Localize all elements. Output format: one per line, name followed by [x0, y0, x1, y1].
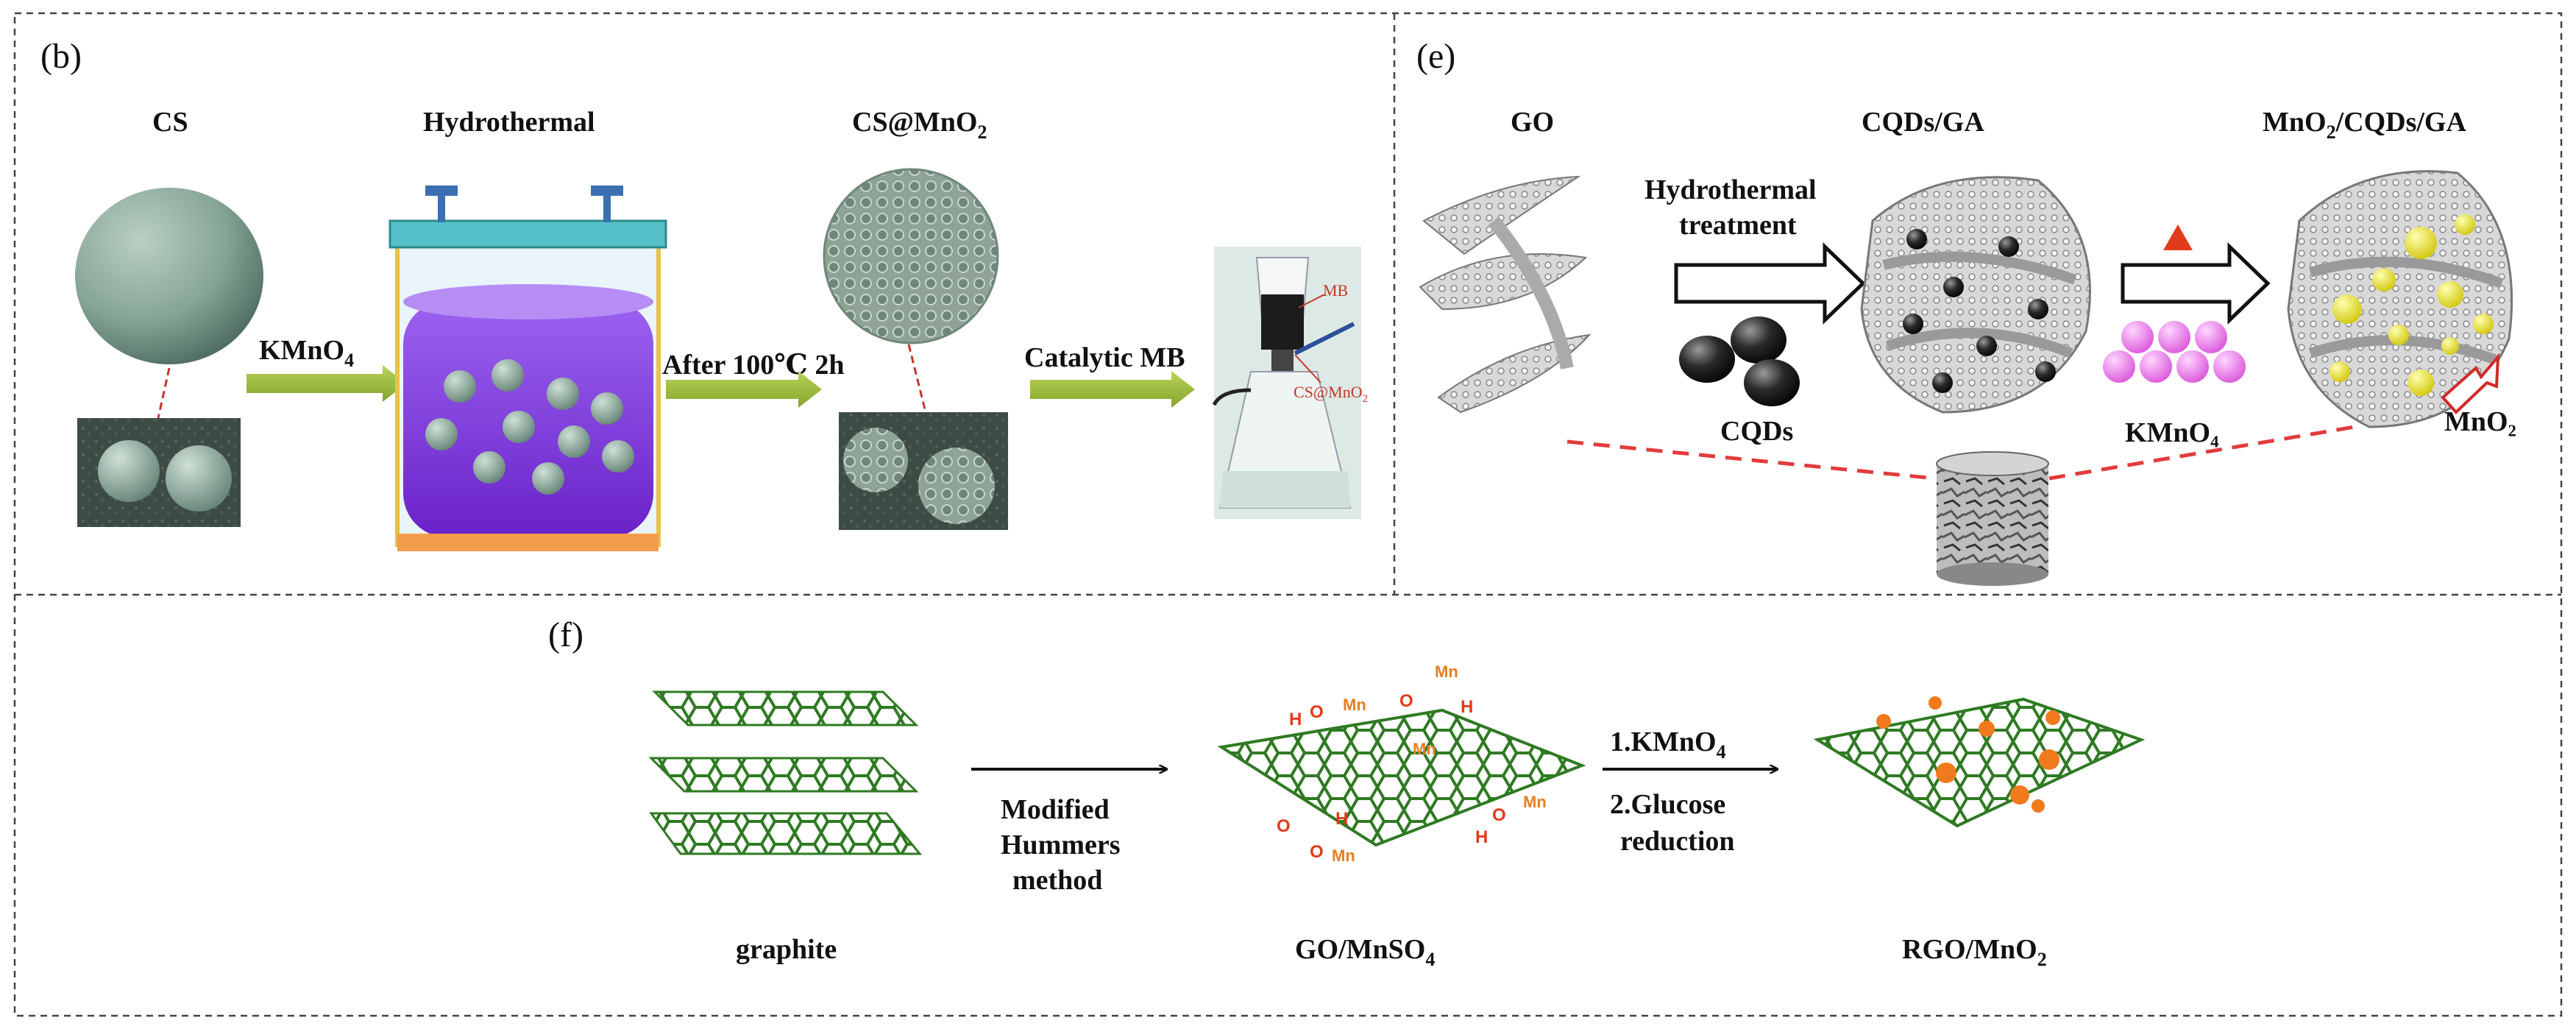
arrow-modified-line3: method [1012, 865, 1102, 896]
arrow-modified-line2: Hummers [1001, 830, 1121, 860]
csmno2-label: CS@MnO2 [852, 107, 987, 143]
panel-e-label: (e) [1416, 37, 1455, 76]
cs-dash-connector [157, 367, 171, 419]
green-arrow-2 [666, 371, 822, 408]
panel-borders [13, 12, 2563, 1017]
green-arrow-1 [246, 365, 406, 402]
graphite-label: graphite [736, 934, 837, 965]
go-functional-groups: Mn O H Mn H O Mn O O Mn H O H Mn [1277, 662, 1547, 865]
arrow-kmno4-line1: 1.KMnO4 [1610, 726, 1726, 763]
mno2-cqdsga-cluster [2287, 170, 2513, 428]
atom-h-4: H [1475, 827, 1488, 847]
arrow-reduction-line3: reduction [1620, 826, 1735, 857]
aerogel-cylinder [1936, 451, 2049, 586]
cqdsga-label: CQDs/GA [1862, 107, 1984, 138]
hydrothermal-label: Hydrothermal [423, 107, 595, 138]
gomnso4-label: GO/MnSO4 [1295, 934, 1435, 970]
cs-sem-sphere-1 [98, 440, 160, 502]
cqds-label: CQDs [1720, 416, 1793, 447]
go-sheets [1419, 175, 1592, 414]
red-dash-left [1566, 439, 1936, 481]
atom-mn-5: Mn [1523, 793, 1547, 811]
graphite-stack [648, 690, 923, 855]
go-mnso4-sheet: Mn O H Mn H O Mn O O Mn H O H Mn [1217, 662, 1586, 865]
atom-mn-2: Mn [1343, 696, 1366, 714]
atom-o-3: O [1277, 816, 1291, 836]
cqdsga-cluster [1860, 176, 2091, 414]
hollow-arrow-1 [1674, 242, 1866, 325]
atom-o-4: O [1310, 842, 1324, 862]
atom-mn-3: Mn [1413, 740, 1436, 758]
csmno2-sphere [823, 168, 999, 344]
arrow-hydrothermal-line2: treatment [1679, 210, 1797, 241]
cqds-dots [1679, 317, 1800, 406]
panel-f: (f) graphite Modified Hummers method Mn … [548, 615, 2146, 970]
flask-csmno2-label: CS@MnO2 [1294, 383, 1368, 405]
atom-o-2: O [1310, 702, 1324, 722]
rgomno2-label: RGO/MnO2 [1902, 934, 2047, 970]
go-label: GO [1511, 107, 1554, 138]
panel-f-label: (f) [548, 615, 583, 654]
kmno4-label: KMnO₄ [2125, 417, 2219, 448]
arrow1-kmno4-label: KMnO4 [259, 335, 354, 371]
mno2-label: MnO₂ [2444, 406, 2516, 437]
hydrothermal-vessel [388, 185, 667, 551]
arrow-hydrothermal-line1: Hydrothermal [1644, 174, 1817, 205]
mno2cqdsga-label: MnO2/CQDs/GA [2263, 107, 2466, 143]
cs-label: CS [152, 107, 188, 138]
arrow-modified-line1: Modified [1001, 794, 1110, 825]
panel-b: (b) CS Hydrothermal CS@MnO2 KMnO4 [40, 37, 1368, 551]
cs-sphere [75, 188, 263, 364]
hollow-arrow-2 [2121, 242, 2271, 325]
kmno4-balls [2103, 321, 2246, 383]
arrow-glucose-line2: 2.Glucose [1610, 789, 1725, 820]
green-arrow-3 [1030, 371, 1195, 408]
atom-mn-4: Mn [1332, 846, 1355, 865]
filtration-photo: MB CS@MnO2 [1212, 247, 1368, 519]
cs-sem-sphere-2 [166, 445, 232, 512]
red-triangle [2163, 224, 2193, 250]
csmno2-dash-connector [907, 344, 927, 413]
arrow3-label: Catalytic MB [1024, 342, 1185, 373]
atom-h-1: H [1461, 697, 1473, 717]
csmno2-sem-sphere-2 [918, 448, 995, 524]
flask-mb-label: MB [1323, 281, 1348, 300]
atom-h-3: H [1335, 809, 1348, 829]
atom-mn-1: Mn [1435, 662, 1458, 681]
rgo-mno2-sheet [1813, 696, 2146, 828]
atom-o-5: O [1492, 805, 1506, 825]
atom-h-2: H [1289, 710, 1302, 729]
panel-b-label: (b) [40, 37, 82, 76]
panel-e: (e) GO CQDs/GA MnO2/CQDs/GA Hydrothermal… [1416, 37, 2516, 586]
arrow2-label: After 100℃ 2h [662, 350, 844, 381]
csmno2-sem-sphere-1 [843, 428, 908, 492]
atom-o-1: O [1399, 691, 1413, 711]
